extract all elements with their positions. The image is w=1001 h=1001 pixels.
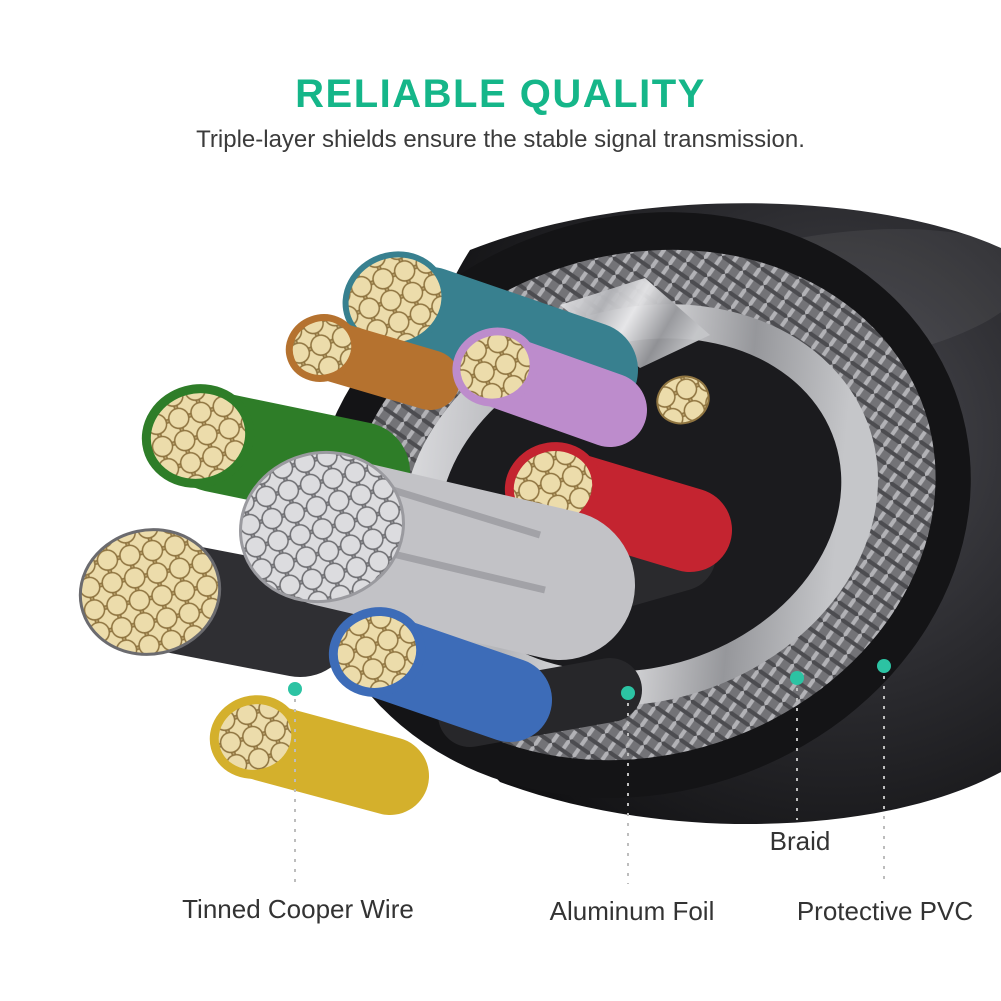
purple-wire — [452, 327, 647, 447]
callout-label-protective-pvc: Protective PVC — [796, 896, 974, 926]
callout-label-aluminum-foil: Aluminum Foil — [549, 896, 715, 926]
orange-wire — [285, 314, 460, 410]
callout-leaders — [294, 676, 885, 886]
callout-label-braid: Braid — [769, 826, 831, 856]
callout-label-tinned-copper-wire: Tinned Cooper Wire — [182, 894, 414, 924]
drain-wire-strands — [656, 375, 710, 425]
callout-dot-braid — [790, 671, 804, 685]
blue-wire — [328, 607, 552, 742]
page-title: RELIABLE QUALITY — [295, 72, 706, 116]
callout-dot-tinned-copper — [288, 682, 302, 696]
bare-copper-bundle — [78, 528, 222, 656]
foil-flap — [560, 278, 710, 368]
callout-dot-aluminum-foil — [621, 686, 635, 700]
callout-dot-protective-pvc — [877, 659, 891, 673]
yellow-wire — [209, 695, 429, 815]
page-subtitle: Triple-layer shields ensure the stable s… — [196, 126, 805, 153]
silver-strand-bundle — [239, 450, 635, 660]
